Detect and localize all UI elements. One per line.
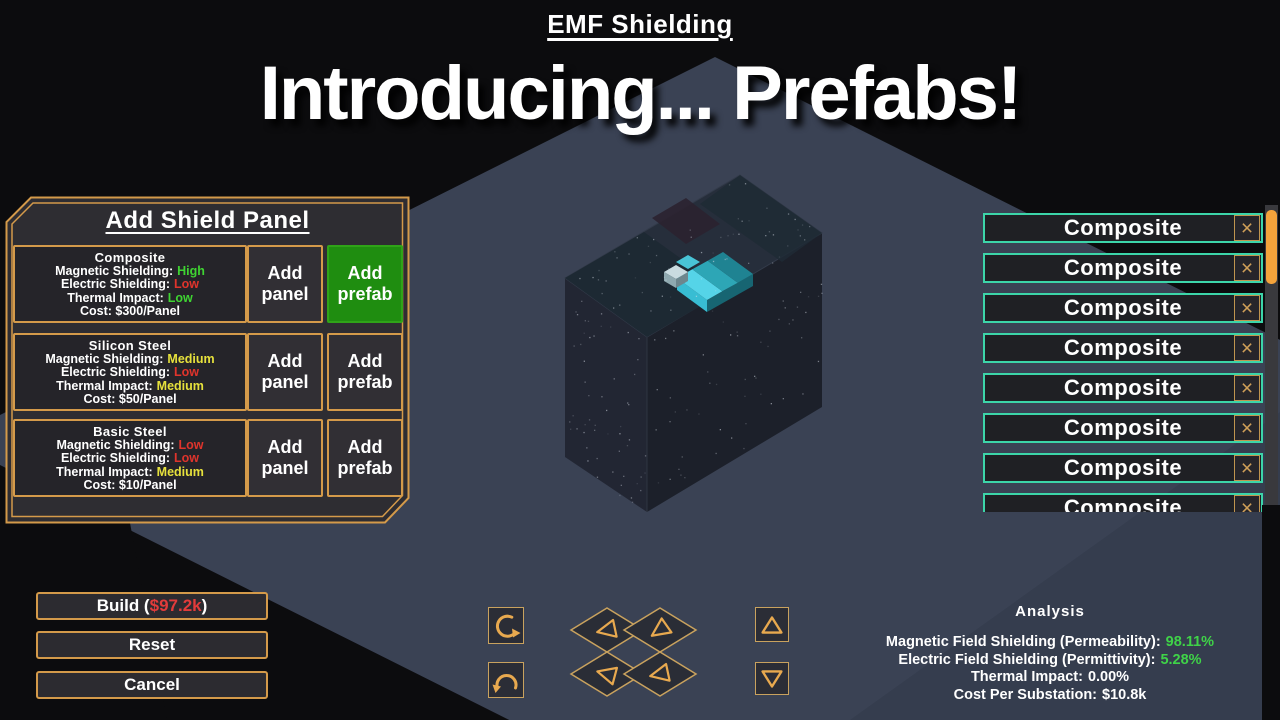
- move-arrow-icon: [596, 618, 618, 638]
- panel-title: Add Shield Panel: [105, 207, 310, 234]
- move-down-button[interactable]: [755, 662, 789, 695]
- stat-line: Electric Shielding:Low: [60, 451, 200, 465]
- analysis-row: Cost Per Substation:$10.8k: [953, 686, 1147, 703]
- stat-line: Magnetic Shielding:Medium: [45, 351, 215, 366]
- cube-top-patch-teal: [565, 232, 726, 337]
- prefab-list-item[interactable]: Composite×: [983, 373, 1263, 403]
- prefab-plate: [664, 252, 753, 312]
- move-arrow-icon: [649, 662, 671, 682]
- analysis-row: Thermal Impact:0.00%: [970, 669, 1130, 685]
- analysis-title: Analysis: [1015, 603, 1085, 620]
- add-prefab-button-basic-steel[interactable]: Add prefab: [327, 419, 403, 497]
- close-icon: ×: [1240, 336, 1254, 360]
- page-title: EMF Shielding: [547, 9, 733, 39]
- stat-line: Magnetic Shielding:Low: [56, 437, 204, 452]
- substation-model[interactable]: [564, 174, 823, 512]
- stat-line: Thermal Impact:Medium: [56, 464, 204, 479]
- cube-top-patch-back: [700, 175, 822, 262]
- cancel-button[interactable]: Cancel: [36, 671, 268, 699]
- add-panel-button-composite[interactable]: Add panel: [247, 245, 323, 323]
- stat-line: Electric Shielding:Low: [60, 277, 200, 291]
- triangle-up-icon: [761, 615, 783, 634]
- material-card-silicon-steel: Silicon Steel Magnetic Shielding:Medium …: [13, 333, 247, 411]
- stat-line: Thermal Impact:Medium: [56, 378, 204, 393]
- prefab-list-item[interactable]: Composite×: [983, 333, 1263, 363]
- headline: Introducing... Prefabs!: [259, 51, 1023, 136]
- add-prefab-button-silicon-steel[interactable]: Add prefab: [327, 333, 403, 411]
- close-icon: ×: [1240, 416, 1254, 440]
- close-icon: ×: [1240, 256, 1254, 280]
- analysis-row: Magnetic Field Shielding (Permeability):…: [885, 634, 1215, 650]
- rotate-cw-icon: [495, 614, 521, 638]
- move-down-right-button[interactable]: [622, 651, 698, 697]
- prefab-list-item[interactable]: Composite×: [983, 213, 1263, 243]
- material-card-basic-steel: Basic Steel Magnetic Shielding:Low Elect…: [13, 419, 247, 497]
- close-icon: ×: [1240, 296, 1254, 320]
- remove-prefab-button[interactable]: ×: [1234, 415, 1260, 441]
- right-edge-mask: [1262, 505, 1280, 720]
- prefab-list: Composite× Composite× Composite× Composi…: [983, 213, 1263, 512]
- build-price: $97.2k: [149, 596, 202, 615]
- cube-right-face: [647, 233, 822, 512]
- move-up-right-button[interactable]: [622, 607, 698, 653]
- remove-prefab-button[interactable]: ×: [1234, 335, 1260, 361]
- prefab-list-item[interactable]: Composite×: [983, 293, 1263, 323]
- remove-prefab-button[interactable]: ×: [1234, 255, 1260, 281]
- triangle-down-icon: [761, 669, 783, 688]
- move-arrow-icon: [650, 617, 673, 637]
- stat-line: Thermal Impact:Low: [67, 290, 193, 305]
- prefab-list-item[interactable]: Composite×: [983, 453, 1263, 483]
- cube-top-patch-maroon: [652, 198, 720, 244]
- cost-line: Cost: $50/Panel: [83, 392, 177, 406]
- add-panel-button-basic-steel[interactable]: Add panel: [247, 419, 323, 497]
- material-name: Composite: [94, 249, 166, 265]
- cube-speckles: [569, 183, 823, 503]
- cost-line: Cost: $300/Panel: [79, 304, 181, 318]
- rotate-clockwise-button[interactable]: [488, 607, 524, 644]
- remove-prefab-button[interactable]: ×: [1234, 295, 1260, 321]
- remove-prefab-button[interactable]: ×: [1234, 455, 1260, 481]
- material-name: Silicon Steel: [88, 337, 172, 353]
- stat-line: Magnetic Shielding:High: [55, 263, 205, 278]
- add-shield-panel: Add Shield Panel Composite Magnetic Shie…: [5, 196, 410, 524]
- close-icon: ×: [1240, 496, 1254, 513]
- close-icon: ×: [1240, 216, 1254, 240]
- build-button[interactable]: Build ($97.2k): [36, 592, 268, 620]
- close-icon: ×: [1240, 376, 1254, 400]
- rotate-ccw-icon: [492, 674, 518, 693]
- analysis-panel: Analysis Magnetic Field Shielding (Perme…: [840, 603, 1260, 704]
- cost-line: Cost: $10/Panel: [83, 478, 177, 492]
- rotate-counterclockwise-button[interactable]: [488, 662, 524, 698]
- remove-prefab-button[interactable]: ×: [1234, 375, 1260, 401]
- move-pad: [569, 607, 698, 697]
- stat-line: Electric Shielding:Low: [60, 365, 200, 379]
- corner-mask-left: [0, 521, 167, 720]
- material-card-composite: Composite Magnetic Shielding:High Electr…: [13, 245, 247, 323]
- remove-prefab-button[interactable]: ×: [1234, 495, 1260, 512]
- analysis-row: Electric Field Shielding (Permittivity):…: [898, 651, 1202, 668]
- ground-floor-shaded: [850, 412, 1280, 720]
- move-arrow-icon: [596, 666, 619, 686]
- move-up-button[interactable]: [755, 607, 789, 642]
- close-icon: ×: [1240, 456, 1254, 480]
- add-panel-button-silicon-steel[interactable]: Add panel: [247, 333, 323, 411]
- prefab-list-item[interactable]: Composite×: [983, 493, 1263, 512]
- prefab-list-item[interactable]: Composite×: [983, 253, 1263, 283]
- material-name: Basic Steel: [93, 423, 167, 439]
- cube-left-face: [565, 278, 647, 512]
- reset-button[interactable]: Reset: [36, 631, 268, 659]
- remove-prefab-button[interactable]: ×: [1234, 215, 1260, 241]
- add-prefab-button-composite[interactable]: Add prefab: [327, 245, 403, 323]
- prefab-list-item[interactable]: Composite×: [983, 413, 1263, 443]
- prefab-list-scrollbar-thumb[interactable]: [1266, 210, 1277, 284]
